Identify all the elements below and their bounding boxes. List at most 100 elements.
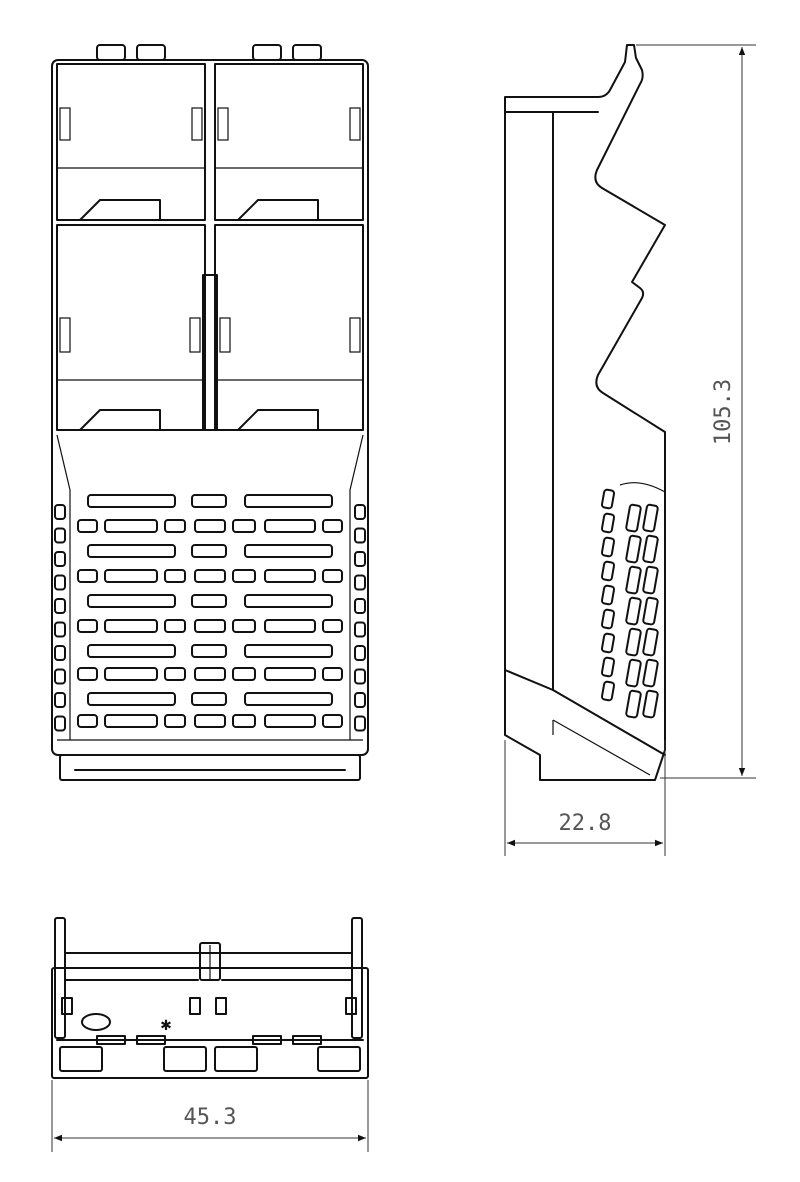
vent-slot bbox=[642, 534, 659, 564]
vent-slot bbox=[54, 668, 66, 685]
vent-slot bbox=[77, 714, 98, 728]
vent-slot bbox=[232, 714, 256, 728]
top-connectors bbox=[96, 44, 322, 61]
vent-slot bbox=[87, 644, 176, 658]
vent-slot bbox=[264, 569, 316, 583]
vent-slot bbox=[600, 680, 616, 702]
height-dimension: 105.3 bbox=[636, 44, 756, 779]
vent-slot bbox=[354, 621, 366, 638]
vent-slot bbox=[322, 714, 343, 728]
depth-dimension-label: 22.8 bbox=[559, 811, 612, 836]
vent-slot bbox=[77, 619, 98, 633]
vent-slot bbox=[54, 551, 66, 567]
vent-slot bbox=[354, 574, 366, 591]
vent-slot bbox=[164, 714, 186, 728]
vent-slot bbox=[54, 692, 66, 708]
front-view bbox=[51, 44, 369, 781]
vent-slot bbox=[625, 534, 642, 564]
vent-slot bbox=[642, 658, 659, 688]
vent-slot bbox=[354, 504, 366, 520]
vent-slot bbox=[322, 667, 343, 681]
vent-slot bbox=[354, 715, 366, 732]
vent-slot bbox=[600, 488, 616, 510]
vent-slot bbox=[354, 668, 366, 685]
vent-slot bbox=[625, 627, 642, 657]
vent-slot bbox=[625, 503, 642, 533]
vent-slot bbox=[642, 689, 659, 719]
vent-slot bbox=[600, 584, 616, 606]
vent-slot bbox=[104, 714, 158, 728]
vent-slot bbox=[232, 667, 256, 681]
vent-slot bbox=[244, 594, 333, 608]
vent-slot bbox=[104, 667, 158, 681]
vent-slot bbox=[54, 527, 66, 544]
height-dimension-label: 105.3 bbox=[711, 379, 736, 445]
middle-modules bbox=[56, 224, 364, 431]
width-dimension-label: 45.3 bbox=[184, 1105, 237, 1130]
vent-slot bbox=[54, 645, 66, 661]
symbol-marking: ✱ bbox=[160, 1018, 172, 1034]
vent-slot bbox=[600, 512, 616, 534]
vent-slot bbox=[232, 519, 256, 533]
vent-slot bbox=[264, 714, 316, 728]
vent-slot bbox=[54, 504, 66, 520]
vent-slot bbox=[354, 551, 366, 567]
vent-slot bbox=[194, 519, 226, 533]
vent-slot bbox=[194, 667, 226, 681]
vent-slot bbox=[194, 569, 226, 583]
vent-slot bbox=[77, 519, 98, 533]
vent-slot bbox=[87, 494, 176, 508]
vent-slot bbox=[54, 715, 66, 732]
vent-slot bbox=[354, 692, 366, 708]
vent-slot bbox=[322, 619, 343, 633]
vent-slot bbox=[600, 632, 616, 654]
upper-modules bbox=[56, 63, 364, 221]
vent-slot bbox=[191, 544, 227, 558]
vent-slot bbox=[354, 527, 366, 544]
vent-slot bbox=[77, 667, 98, 681]
vent-slot bbox=[104, 569, 158, 583]
vent-slot bbox=[232, 619, 256, 633]
vent-slot bbox=[625, 596, 642, 626]
depth-dimension: 22.8 bbox=[504, 740, 666, 856]
vent-slot bbox=[354, 645, 366, 661]
vent-slot bbox=[322, 519, 343, 533]
vent-slot bbox=[164, 569, 186, 583]
vent-slot bbox=[54, 598, 66, 614]
vent-slot bbox=[244, 644, 333, 658]
vent-slot bbox=[54, 621, 66, 638]
vent-slot bbox=[191, 594, 227, 608]
vent-grille bbox=[54, 434, 366, 741]
vent-slot bbox=[87, 594, 176, 608]
vent-slot bbox=[191, 692, 227, 706]
vent-slot bbox=[164, 619, 186, 633]
vent-slot bbox=[264, 619, 316, 633]
vent-slot bbox=[104, 519, 158, 533]
vent-slot bbox=[54, 574, 66, 591]
vent-slot bbox=[600, 536, 616, 558]
vent-slot bbox=[642, 503, 659, 533]
vent-slot bbox=[642, 627, 659, 657]
vent-slot bbox=[244, 692, 333, 706]
vent-slot bbox=[625, 689, 642, 719]
vent-slot bbox=[264, 667, 316, 681]
vent-slot bbox=[625, 565, 642, 595]
vent-slot bbox=[87, 544, 176, 558]
vent-slot bbox=[600, 608, 616, 630]
vent-slot bbox=[600, 560, 616, 582]
vent-slot bbox=[87, 692, 176, 706]
vent-slot bbox=[642, 596, 659, 626]
vent-slot bbox=[191, 494, 227, 508]
vent-slot bbox=[77, 569, 98, 583]
vent-slot bbox=[642, 565, 659, 595]
vent-slot bbox=[232, 569, 256, 583]
width-dimension: 45.3 bbox=[51, 1080, 369, 1152]
oval-marking bbox=[81, 1013, 111, 1031]
vent-slot bbox=[194, 714, 226, 728]
vent-slot bbox=[104, 619, 158, 633]
vent-slot bbox=[264, 519, 316, 533]
side-view: 105.3 22.8 bbox=[504, 44, 756, 856]
vent-slot bbox=[164, 667, 186, 681]
vent-slot bbox=[194, 619, 226, 633]
